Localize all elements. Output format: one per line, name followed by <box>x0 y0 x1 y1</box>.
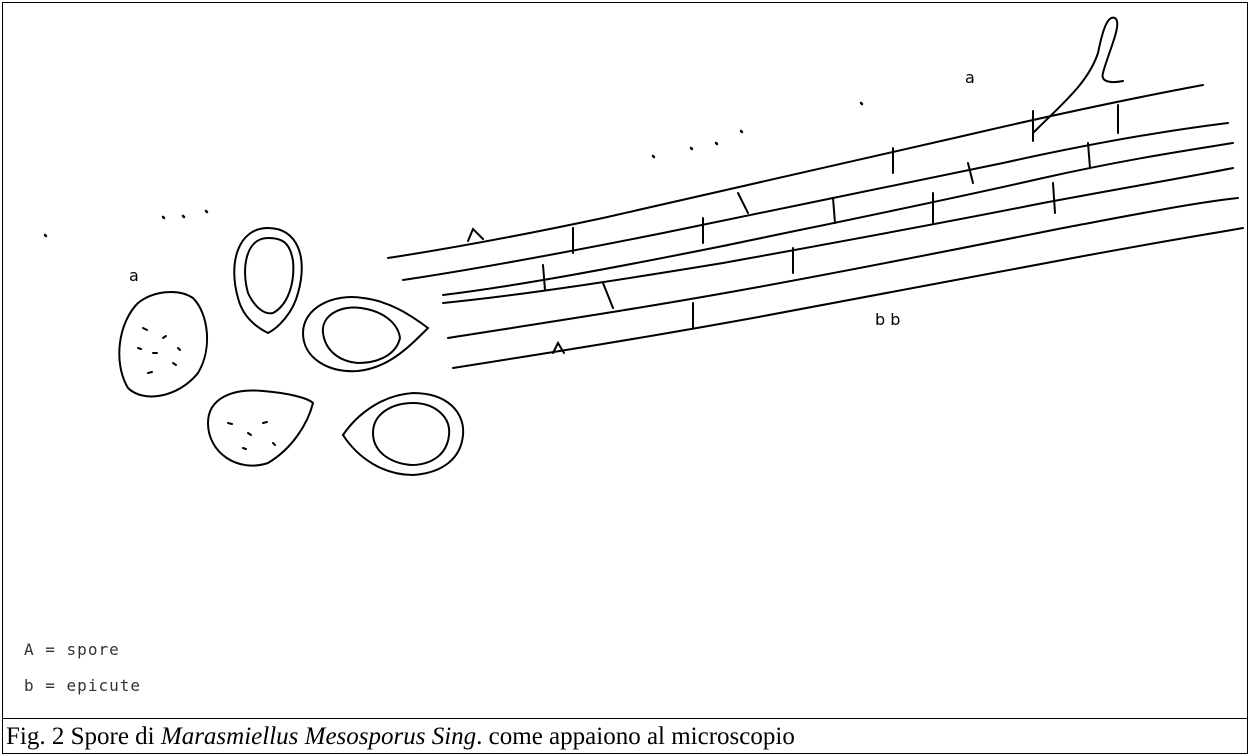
hyphae-bundle <box>388 18 1243 368</box>
legend-key: b = <box>24 676 56 695</box>
legend-text: spore <box>67 640 120 659</box>
label-bb-hyphae: b b <box>875 310 900 329</box>
spore-hyphae-illustration: a a b b <box>3 3 1247 717</box>
legend-row-b: b = epicute <box>24 676 141 695</box>
spore-3 <box>303 297 428 371</box>
figure-caption: Fig. 2 Spore di Marasmiellus Mesosporus … <box>6 722 795 752</box>
spore-5 <box>343 393 463 475</box>
spore-4 <box>208 390 313 465</box>
spore-1 <box>119 292 207 396</box>
label-a-spores: a <box>129 266 139 285</box>
label-a-top: a <box>965 68 975 87</box>
caption-divider <box>2 718 1248 719</box>
scattered-dots <box>45 103 862 236</box>
legend-key: A = <box>24 640 56 659</box>
spore-2 <box>234 228 302 333</box>
caption-prefix: Fig. 2 Spore di <box>6 723 161 750</box>
legend-text: epicute <box>67 676 141 695</box>
caption-suffix: . come appaiono al microscopio <box>476 723 795 750</box>
caption-species: Marasmiellus Mesosporus Sing <box>161 723 476 750</box>
legend-row-a: A = spore <box>24 640 120 659</box>
